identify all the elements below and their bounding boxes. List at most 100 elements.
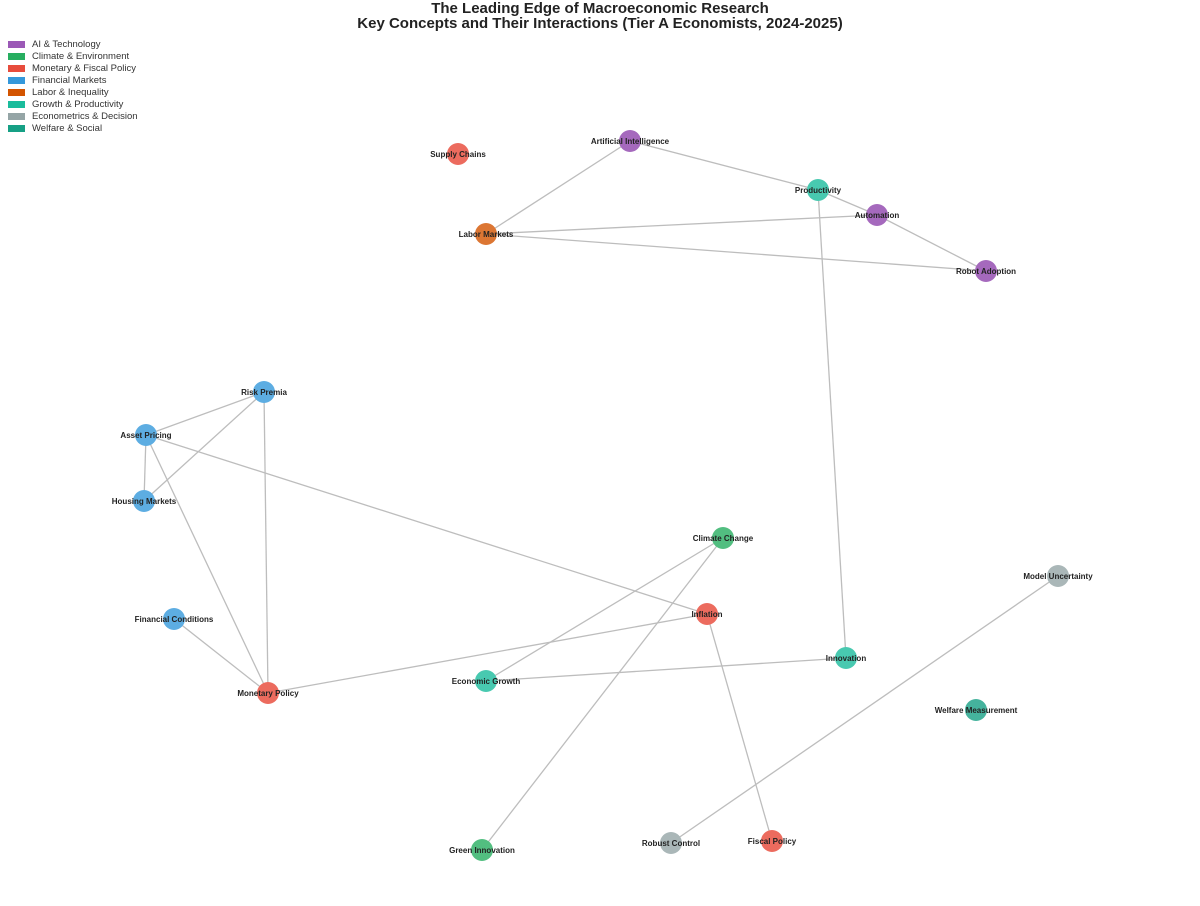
legend-item: Growth & Productivity [8,98,138,110]
node-label: Climate Change [693,534,754,543]
node-circle[interactable] [1047,565,1069,587]
node-label: Inflation [691,610,722,619]
node-circle[interactable] [475,223,497,245]
node-label: Automation [855,211,900,220]
edge-asset-inflation [145,434,708,615]
legend-swatch [8,124,25,132]
title-line-1: The Leading Edge of Macroeconomic Resear… [431,0,769,17]
node-risk[interactable]: Risk Premia [241,381,287,403]
node-automation[interactable]: Automation [855,204,900,226]
title-line-2: Key Concepts and Their Interactions (Tie… [357,15,843,32]
node-circle[interactable] [133,490,155,512]
node-supply[interactable]: Supply Chains [430,143,486,165]
node-circle[interactable] [253,381,275,403]
legend-swatch [8,100,25,108]
node-circle[interactable] [135,424,157,446]
legend-item: Monetary & Fiscal Policy [8,62,138,74]
legend-label: AI & Technology [32,38,101,50]
legend-swatch [8,52,25,60]
node-fincond[interactable]: Financial Conditions [135,608,214,630]
edge-automation-robot [876,214,987,272]
node-circle[interactable] [447,143,469,165]
edge-monetary-inflation [267,613,708,694]
node-circle[interactable] [660,832,682,854]
node-label: Innovation [826,654,867,663]
legend-item: Climate & Environment [8,50,138,62]
edge-fincond-monetary [173,618,269,694]
legend-swatch [8,40,25,48]
node-innovation[interactable]: Innovation [826,647,867,669]
edge-risk-housing [143,391,265,502]
legend-item: Welfare & Social [8,122,138,134]
edge-asset-housing [143,434,147,502]
node-welfare[interactable]: Welfare Measurement [935,699,1018,721]
edge-climate-green [481,537,724,851]
legend-item: Econometrics & Decision [8,110,138,122]
node-climate[interactable]: Climate Change [693,527,754,549]
edge-productivity-innovation [817,189,847,659]
legend-label: Econometrics & Decision [32,110,138,122]
legend-label: Climate & Environment [32,50,130,62]
node-circle[interactable] [975,260,997,282]
legend-item: AI & Technology [8,38,138,50]
legend-label: Financial Markets [32,74,107,86]
node-label: Housing Markets [112,497,177,506]
node-label: Productivity [795,186,842,195]
node-housing[interactable]: Housing Markets [112,490,177,512]
node-label: Robot Adoption [956,267,1016,276]
node-robust[interactable]: Robust Control [642,832,700,854]
node-circle[interactable] [807,179,829,201]
node-productivity[interactable]: Productivity [795,179,842,201]
node-asset[interactable]: Asset Pricing [120,424,172,446]
node-circle[interactable] [866,204,888,226]
node-ai[interactable]: Artificial Intelligence [591,130,670,152]
node-circle[interactable] [965,699,987,721]
legend-swatch [8,76,25,84]
node-circle[interactable] [471,839,493,861]
node-label: Artificial Intelligence [591,137,670,146]
node-circle[interactable] [761,830,783,852]
node-circle[interactable] [619,130,641,152]
node-labor[interactable]: Labor Markets [459,223,514,245]
edge-inflation-fiscal [706,613,773,842]
node-green[interactable]: Green Innovation [449,839,515,861]
node-label: Monetary Policy [237,689,299,698]
edge-risk-monetary [263,391,269,694]
node-label: Fiscal Policy [748,837,797,846]
node-label: Asset Pricing [120,431,171,440]
legend-item: Labor & Inequality [8,86,138,98]
node-label: Welfare Measurement [935,706,1018,715]
node-label: Model Uncertainty [1023,572,1093,581]
node-label: Economic Growth [452,677,521,686]
edge-layer [143,140,1059,851]
node-circle[interactable] [835,647,857,669]
edge-growth-innovation [485,657,847,682]
edge-climate-growth [485,537,724,682]
node-circle[interactable] [712,527,734,549]
edge-model-robust [670,575,1059,844]
legend-swatch [8,64,25,72]
node-inflation[interactable]: Inflation [691,603,723,625]
edge-risk-asset [145,391,265,436]
legend-label: Labor & Inequality [32,86,109,98]
node-robot[interactable]: Robot Adoption [956,260,1016,282]
node-circle[interactable] [696,603,718,625]
node-circle[interactable] [475,670,497,692]
legend-label: Monetary & Fiscal Policy [32,62,137,74]
node-fiscal[interactable]: Fiscal Policy [748,830,797,852]
node-circle[interactable] [257,682,279,704]
legend-label: Growth & Productivity [32,98,124,110]
node-model[interactable]: Model Uncertainty [1023,565,1093,587]
legend-swatch [8,112,25,120]
node-label: Labor Markets [459,230,514,239]
node-circle[interactable] [163,608,185,630]
node-growth[interactable]: Economic Growth [452,670,521,692]
edge-labor-automation [485,214,878,235]
node-monetary[interactable]: Monetary Policy [237,682,299,704]
node-label: Financial Conditions [135,615,214,624]
legend-item: Financial Markets [8,74,138,86]
legend-swatch [8,88,25,96]
chart-title: The Leading Edge of Macroeconomic Resear… [0,1,1200,31]
